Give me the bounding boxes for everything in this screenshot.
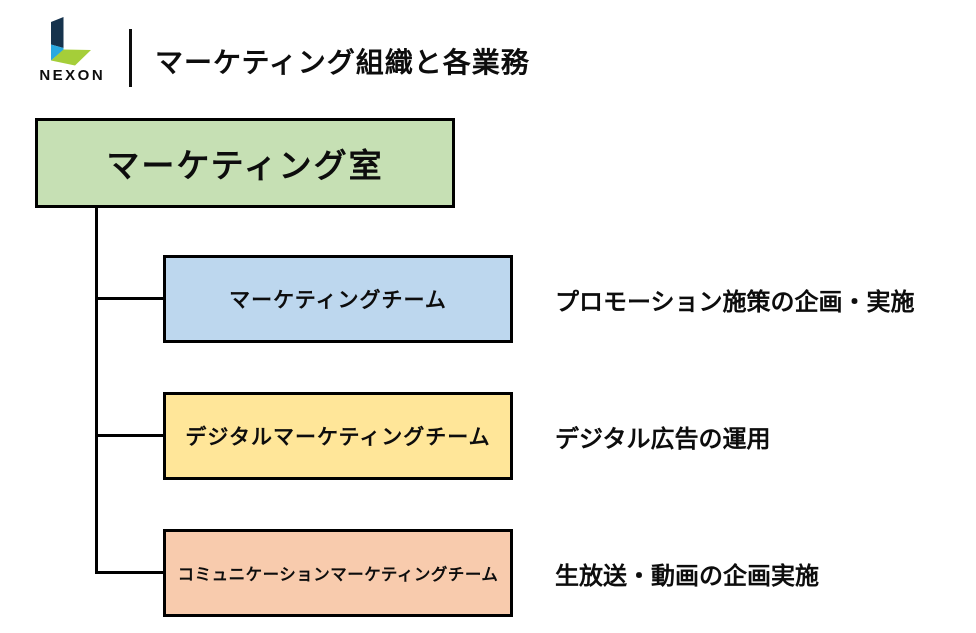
header-divider xyxy=(129,29,132,87)
org-box-digital-marketing-team-label: デジタルマーケティングチーム xyxy=(185,426,491,449)
connector-trunk-line xyxy=(95,207,98,574)
connector-branch-marketing xyxy=(95,297,165,300)
team-description-digital: デジタル広告の運用 xyxy=(555,425,771,453)
org-box-marketing-team: マーケティングチーム xyxy=(163,255,513,343)
page-title: マーケティング組織と各業務 xyxy=(155,47,530,78)
org-box-communication-marketing-team: コミュニケーションマーケティングチーム xyxy=(163,529,513,617)
logo-navy-panel xyxy=(51,17,64,48)
org-box-communication-marketing-team-label: コミュニケーションマーケティングチーム xyxy=(177,566,499,584)
team-description-communication: 生放送・動画の企画実施 xyxy=(555,562,819,590)
connector-branch-digital xyxy=(95,434,165,437)
org-box-marketing-office: マーケティング室 xyxy=(35,118,455,208)
org-box-marketing-team-label: マーケティングチーム xyxy=(229,289,447,312)
connector-branch-communication xyxy=(95,571,165,574)
org-box-digital-marketing-team: デジタルマーケティングチーム xyxy=(163,392,513,480)
org-box-marketing-office-label: マーケティング室 xyxy=(106,147,384,184)
nexon-logo-icon xyxy=(51,17,91,66)
logo-green-panel xyxy=(51,49,91,66)
nexon-logo: NEXON xyxy=(35,16,107,84)
logo-cyan-panel xyxy=(51,44,64,61)
nexon-logo-wordmark: NEXON xyxy=(39,67,106,84)
team-description-marketing: プロモーション施策の企画・実施 xyxy=(555,288,915,316)
